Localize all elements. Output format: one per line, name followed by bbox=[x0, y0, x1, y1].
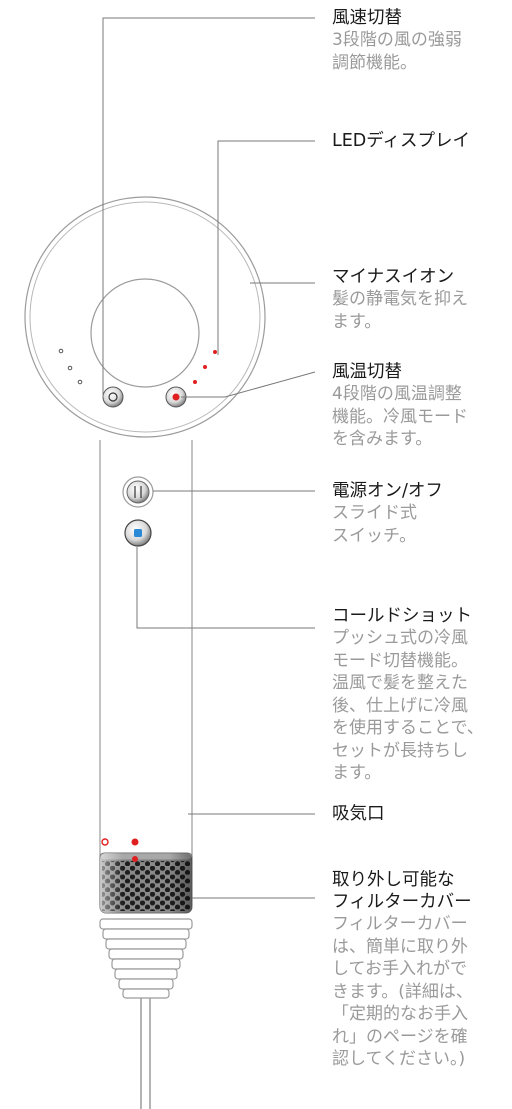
label-temp-switch: 風温切替 4段階の風温調整 機能。冷風モード を含みます。 bbox=[332, 361, 512, 451]
label-filter-cover: 取り外し可能な フィルターカバー フィルターカバー は、簡単に取り外 してお手入… bbox=[332, 869, 512, 1071]
label-title: 吸気口 bbox=[332, 804, 385, 824]
label-desc: フィルターカバー は、簡単に取り外 してお手入れがで きます。(詳細は、 「定期… bbox=[332, 914, 473, 1069]
filter-cover[interactable] bbox=[99, 852, 193, 914]
label-desc: 3段階の風の強弱 調節機能。 bbox=[332, 30, 462, 73]
label-title: 風温切替 bbox=[332, 362, 402, 382]
label-desc: プッシュ式の冷風 モード切替機能。 温風で髪を整えた 後、仕上げに冷風 を使用す… bbox=[332, 628, 484, 783]
label-desc: 4段階の風温調整 機能。冷風モード を含みます。 bbox=[332, 384, 468, 449]
temp-led-dots bbox=[193, 350, 217, 384]
power-switch[interactable] bbox=[122, 476, 154, 508]
cord-strain-relief bbox=[99, 918, 193, 999]
label-power-switch: 電源オン/オフ スライド式 スイッチ。 bbox=[332, 480, 512, 547]
cold-shot-button[interactable] bbox=[124, 519, 152, 547]
label-title: 電源オン/オフ bbox=[332, 481, 443, 501]
dryer-head bbox=[24, 196, 266, 438]
power-cord bbox=[140, 995, 151, 1109]
label-air-intake: 吸気口 bbox=[332, 803, 512, 825]
label-cold-shot: コールドショット プッシュ式の冷風 モード切替機能。 温風で髪を整えた 後、仕上… bbox=[332, 605, 512, 785]
filter-lock-indicator bbox=[101, 838, 139, 846]
label-desc: 髪の静電気を抑え ます。 bbox=[332, 289, 468, 332]
label-title: コールドショット bbox=[332, 606, 472, 626]
air-outlet-ring bbox=[90, 278, 200, 388]
label-title: LEDディスプレイ bbox=[332, 131, 471, 151]
label-title: マイナスイオン bbox=[332, 267, 455, 287]
label-led-display: LEDディスプレイ bbox=[332, 130, 512, 152]
speed-led-dots bbox=[58, 348, 83, 385]
label-minus-ion: マイナスイオン 髪の静電気を抑え ます。 bbox=[332, 266, 512, 333]
label-title: 風速切替 bbox=[332, 8, 402, 28]
label-desc: スライド式 スイッチ。 bbox=[332, 503, 417, 546]
leader-lines bbox=[102, 17, 316, 899]
speed-button[interactable] bbox=[102, 386, 124, 408]
label-title: 取り外し可能な フィルターカバー bbox=[332, 870, 472, 912]
label-speed-switch: 風速切替 3段階の風の強弱 調節機能。 bbox=[332, 7, 512, 74]
handle bbox=[99, 440, 193, 906]
